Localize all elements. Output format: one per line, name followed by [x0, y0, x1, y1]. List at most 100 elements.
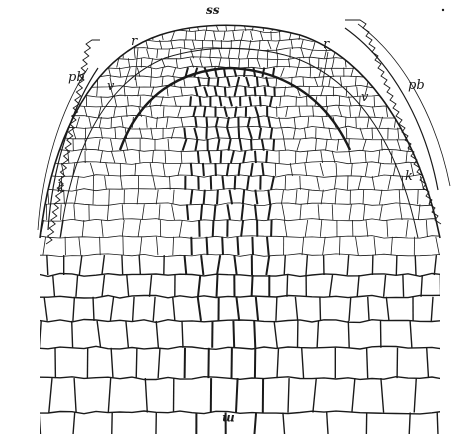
cell-wall: [34, 68, 36, 77]
cell-wall: [372, 22, 374, 31]
cell-wall: [181, 151, 182, 163]
cell-wall: [394, 22, 396, 31]
cell-wall: [72, 413, 75, 434]
cell-wall: [142, 31, 143, 40]
cell-wall: [2, 413, 3, 434]
cell-wall: [124, 87, 125, 97]
cell-wall: [61, 77, 63, 87]
cell-wall: [24, 348, 26, 378]
cell-wall: [203, 163, 204, 176]
cell-wall: [216, 128, 218, 139]
cell-wall: [403, 77, 406, 87]
cell-wall: [372, 40, 373, 49]
cell-wall: [434, 117, 435, 128]
cell-wall: [134, 49, 135, 58]
cell-wall: [173, 190, 174, 205]
cell-wall: [386, 106, 388, 117]
cell-wall: [245, 87, 246, 97]
cell-wall: [11, 237, 13, 255]
cell-wall: [89, 117, 91, 128]
cell-wall: [123, 40, 125, 49]
cell-wall: [217, 255, 220, 275]
cell-wall: [235, 87, 237, 97]
cell-wall: [250, 96, 252, 106]
cell-wall: [448, 190, 450, 205]
cell-wall: [234, 255, 236, 275]
cell-wall: [353, 22, 355, 31]
cell-wall: [356, 237, 359, 255]
cell-wall: [434, 255, 436, 275]
cell-wall: [221, 151, 222, 163]
cell-wall: [190, 96, 191, 106]
cell-wall: [215, 87, 217, 97]
cell-wall: [224, 31, 226, 40]
cell-row-wall: [0, 254, 456, 257]
cell-wall: [39, 117, 40, 128]
cell-wall: [201, 255, 203, 275]
cell-wall: [187, 204, 188, 220]
cell-wall: [330, 275, 333, 297]
cell-wall: [191, 163, 192, 176]
cell-wall: [64, 87, 66, 97]
cell-wall: [90, 163, 94, 176]
cell-wall: [268, 204, 271, 220]
cell-wall: [428, 22, 431, 31]
label-ss: ss: [206, 4, 220, 16]
cell-wall: [346, 87, 347, 97]
cell-wall: [97, 87, 98, 97]
cell-wall: [76, 117, 79, 128]
cell-wall: [156, 321, 158, 348]
cell-wall: [226, 22, 227, 31]
cell-wall: [355, 77, 356, 87]
cell-wall: [314, 77, 317, 87]
cell-wall: [25, 77, 27, 87]
cell-wall: [171, 40, 173, 49]
cell-wall: [178, 106, 181, 117]
cell-wall: [257, 77, 258, 87]
cell-wall: [339, 106, 342, 117]
cell-wall: [140, 237, 142, 255]
cell-wall: [319, 68, 321, 77]
cell-wall: [422, 68, 423, 77]
cell-wall: [400, 204, 402, 220]
cell-wall: [285, 176, 286, 190]
cell-wall: [4, 190, 6, 205]
cell-wall: [191, 237, 192, 255]
cell-wall: [265, 87, 266, 97]
cell-wall: [214, 204, 215, 220]
cell-wall: [349, 151, 351, 163]
cell-wall: [366, 68, 368, 77]
cell-wall: [384, 31, 386, 40]
cell-wall: [239, 128, 240, 139]
cell-wall: [437, 77, 438, 87]
cell-wall: [186, 31, 187, 40]
cell-wall: [44, 297, 47, 321]
cell-wall: [122, 255, 123, 275]
cell-wall: [109, 190, 110, 205]
cell-wall: [308, 190, 310, 205]
cell-wall: [286, 106, 288, 117]
cell-wall: [48, 58, 49, 67]
cell-wall: [0, 220, 1, 237]
cell-row-wall: [0, 346, 456, 349]
cell-wall: [210, 49, 211, 58]
cell-wall: [140, 22, 142, 31]
cell-wall: [115, 128, 116, 139]
cell-wall: [296, 68, 298, 77]
cell-wall: [312, 31, 315, 40]
cell-wall: [320, 163, 323, 176]
cell-wall: [9, 176, 12, 190]
cell-wall: [258, 117, 260, 128]
cell-wall: [58, 22, 61, 31]
cell-wall: [396, 255, 397, 275]
cell-wall: [262, 139, 264, 151]
cell-wall: [316, 139, 317, 151]
cell-wall: [171, 128, 174, 139]
cell-wall: [36, 77, 37, 87]
cell-wall: [215, 22, 219, 31]
cell-wall: [359, 106, 361, 117]
cell-wall: [228, 139, 230, 151]
cell-wall: [297, 139, 301, 151]
cell-wall: [47, 255, 48, 275]
cell-wall: [457, 255, 458, 275]
